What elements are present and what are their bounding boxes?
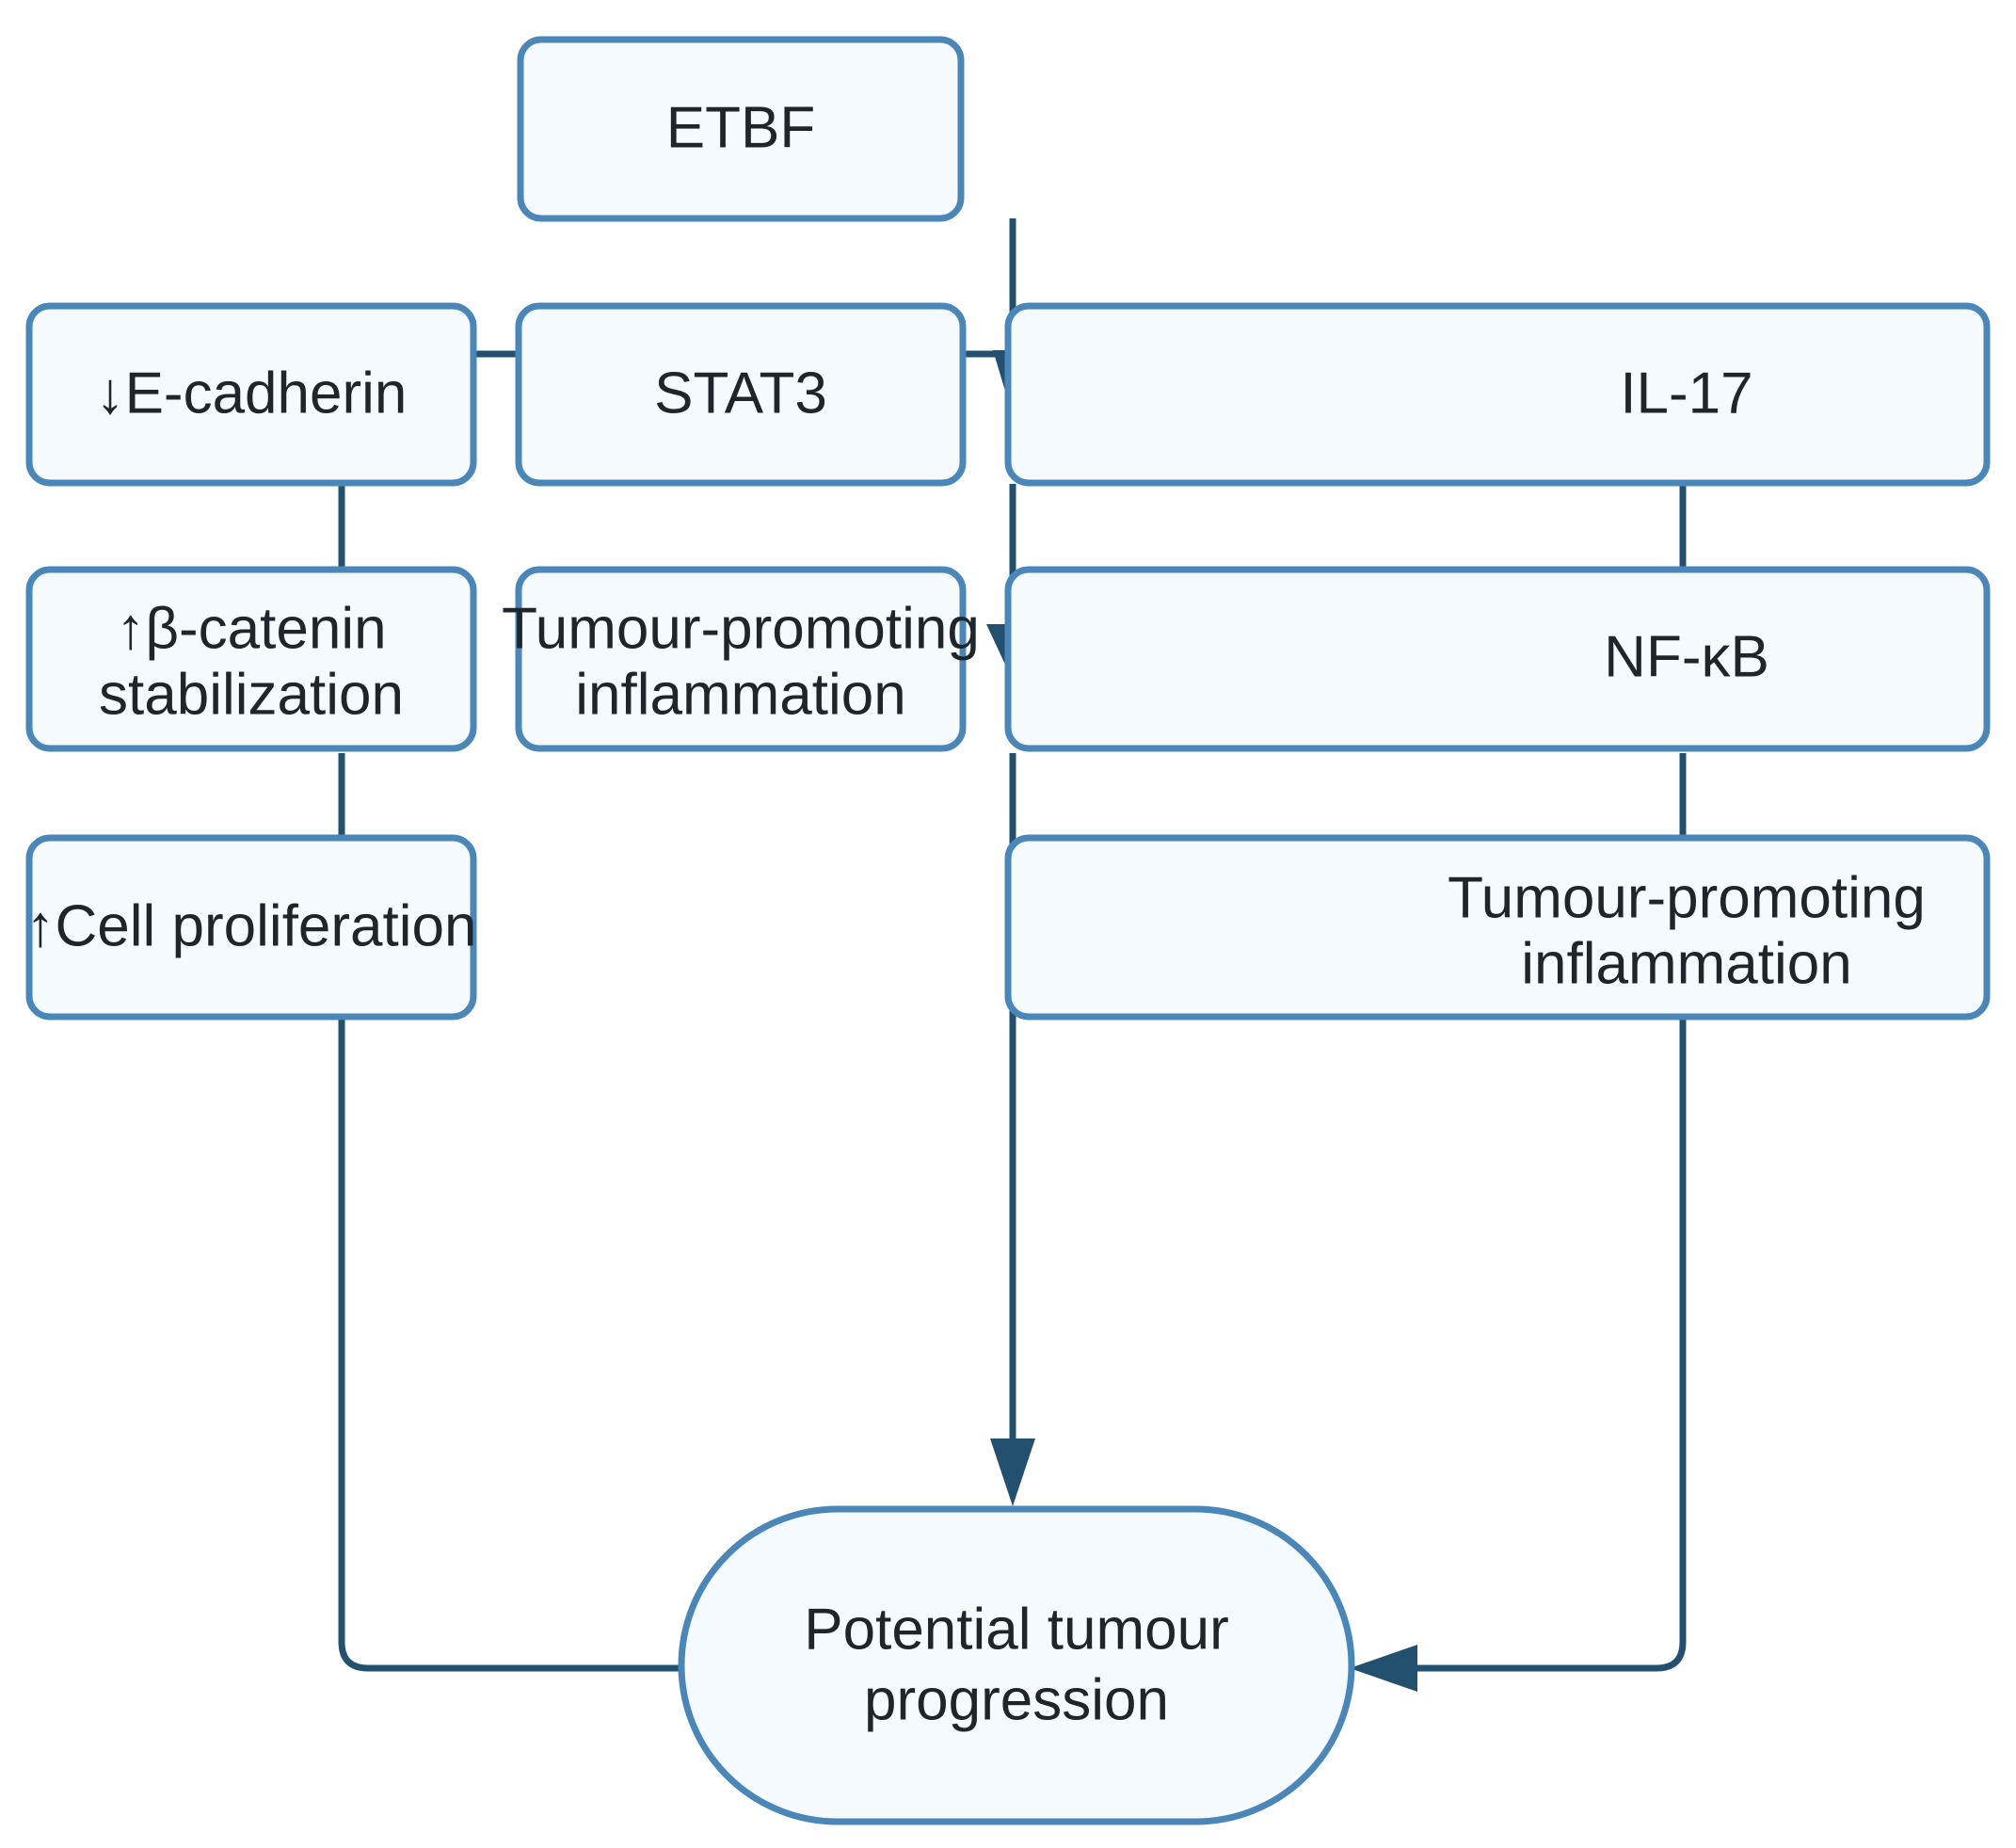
node-potential-tumour-progression[interactable]: Potential tumour progression [678,1505,1355,1825]
node-beta-catenin-label-line1: ↑β-catenin [116,596,386,661]
node-nf-kappa-b-label: NF-κB [1604,624,1769,689]
node-inflammation-middle[interactable]: Tumour-promoting inflammation [502,566,980,752]
node-inflammation-right-label-line2: inflammation [1521,931,1851,996]
node-cell-proliferation[interactable]: ↑Cell proliferation [25,834,477,1020]
node-etbf-label: ETBF [666,95,815,160]
node-etbf-box[interactable] [517,36,965,222]
node-stat3-label: STAT3 [654,361,827,426]
node-inflammation-middle-box[interactable] [515,566,967,752]
node-nf-kappa-b[interactable]: NF-κB [1004,566,1991,752]
node-inflammation-right[interactable]: Tumour-promoting inflammation [1004,834,1991,1020]
node-beta-catenin-label-line2: stabilization [99,662,404,727]
node-inflammation-right-box[interactable] [1004,834,1991,1020]
node-stat3-box[interactable] [515,302,967,487]
edge-inflammation-right-to-progression [1350,1017,1687,1692]
node-il17[interactable]: IL-17 [1004,302,1991,487]
node-beta-catenin[interactable]: ↑β-catenin stabilization [25,566,477,752]
node-e-cadherin-box[interactable] [25,302,477,487]
node-potential-tumour-progression-shape[interactable] [678,1505,1355,1825]
node-potential-tumour-progression-label-line2: progression [864,1667,1169,1732]
node-stat3[interactable]: STAT3 [515,302,967,487]
node-e-cadherin-label: ↓E-cadherin [96,361,408,426]
node-cell-proliferation-label: ↑Cell proliferation [26,893,477,958]
node-potential-tumour-progression-label-line1: Potential tumour [804,1597,1228,1662]
node-etbf[interactable]: ETBF [517,36,965,222]
node-nf-kappa-b-box[interactable] [1004,566,1991,752]
node-il17-box[interactable] [1004,302,1991,487]
node-inflammation-middle-label-line1: Tumour-promoting [502,596,980,661]
node-cell-proliferation-box[interactable] [25,834,477,1020]
node-e-cadherin[interactable]: ↓E-cadherin [25,302,477,487]
node-beta-catenin-box[interactable] [25,566,477,752]
node-il17-label: IL-17 [1620,361,1752,426]
node-inflammation-middle-label-line2: inflammation [575,662,905,727]
node-inflammation-right-label-line1: Tumour-promoting [1448,865,1926,930]
